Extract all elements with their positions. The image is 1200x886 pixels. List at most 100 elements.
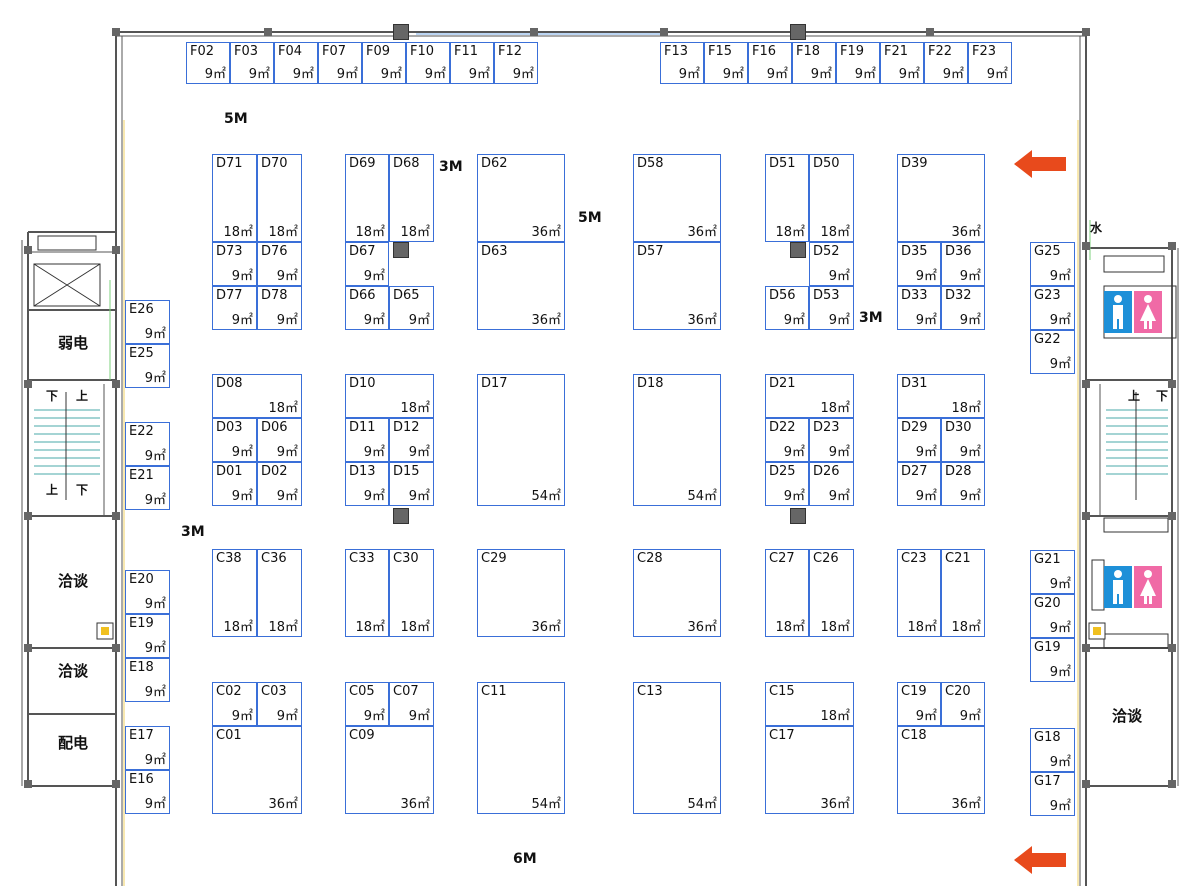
booth-d78[interactable]: D789㎡ (257, 286, 302, 330)
booth-d28[interactable]: D289㎡ (941, 462, 985, 506)
booth-d17[interactable]: D1754㎡ (477, 374, 565, 506)
booth-d58[interactable]: D5836㎡ (633, 154, 721, 242)
booth-g17[interactable]: G179㎡ (1030, 772, 1075, 816)
booth-f22[interactable]: F229㎡ (924, 42, 968, 84)
booth-d02[interactable]: D029㎡ (257, 462, 302, 506)
booth-c38[interactable]: C3818㎡ (212, 549, 257, 637)
booth-d65[interactable]: D659㎡ (389, 286, 434, 330)
booth-g22[interactable]: G229㎡ (1030, 330, 1075, 374)
booth-c07[interactable]: C079㎡ (389, 682, 434, 726)
booth-f04[interactable]: F049㎡ (274, 42, 318, 84)
booth-d66[interactable]: D669㎡ (345, 286, 389, 330)
booth-e26[interactable]: E269㎡ (125, 300, 170, 344)
booth-c02[interactable]: C029㎡ (212, 682, 257, 726)
booth-d15[interactable]: D159㎡ (389, 462, 434, 506)
booth-d68[interactable]: D6818㎡ (389, 154, 434, 242)
booth-d52[interactable]: D529㎡ (809, 242, 854, 286)
booth-e17[interactable]: E179㎡ (125, 726, 170, 770)
booth-d56[interactable]: D569㎡ (765, 286, 809, 330)
booth-c01[interactable]: C0136㎡ (212, 726, 302, 814)
booth-f10[interactable]: F109㎡ (406, 42, 450, 84)
booth-d63[interactable]: D6336㎡ (477, 242, 565, 330)
booth-f15[interactable]: F159㎡ (704, 42, 748, 84)
booth-f11[interactable]: F119㎡ (450, 42, 494, 84)
booth-c36[interactable]: C3618㎡ (257, 549, 302, 637)
booth-f02[interactable]: F029㎡ (186, 42, 230, 84)
booth-d33[interactable]: D339㎡ (897, 286, 941, 330)
booth-c27[interactable]: C2718㎡ (765, 549, 809, 637)
booth-f12[interactable]: F129㎡ (494, 42, 538, 84)
booth-d29[interactable]: D299㎡ (897, 418, 941, 462)
booth-d23[interactable]: D239㎡ (809, 418, 854, 462)
booth-d01[interactable]: D019㎡ (212, 462, 257, 506)
booth-d71[interactable]: D7118㎡ (212, 154, 257, 242)
booth-d03[interactable]: D039㎡ (212, 418, 257, 462)
booth-e19[interactable]: E199㎡ (125, 614, 170, 658)
booth-f18[interactable]: F189㎡ (792, 42, 836, 84)
booth-c13[interactable]: C1354㎡ (633, 682, 721, 814)
booth-c05[interactable]: C059㎡ (345, 682, 389, 726)
booth-g20[interactable]: G209㎡ (1030, 594, 1075, 638)
booth-f09[interactable]: F099㎡ (362, 42, 406, 84)
booth-c09[interactable]: C0936㎡ (345, 726, 434, 814)
booth-f23[interactable]: F239㎡ (968, 42, 1012, 84)
booth-e18[interactable]: E189㎡ (125, 658, 170, 702)
booth-d10[interactable]: D1018㎡ (345, 374, 434, 418)
booth-d06[interactable]: D069㎡ (257, 418, 302, 462)
booth-d35[interactable]: D359㎡ (897, 242, 941, 286)
booth-d22[interactable]: D229㎡ (765, 418, 809, 462)
booth-d70[interactable]: D7018㎡ (257, 154, 302, 242)
booth-f13[interactable]: F139㎡ (660, 42, 704, 84)
booth-f21[interactable]: F219㎡ (880, 42, 924, 84)
booth-d76[interactable]: D769㎡ (257, 242, 302, 286)
booth-g21[interactable]: G219㎡ (1030, 550, 1075, 594)
booth-c03[interactable]: C039㎡ (257, 682, 302, 726)
booth-c30[interactable]: C3018㎡ (389, 549, 434, 637)
booth-d12[interactable]: D129㎡ (389, 418, 434, 462)
booth-d73[interactable]: D739㎡ (212, 242, 257, 286)
booth-d39[interactable]: D3936㎡ (897, 154, 985, 242)
booth-c28[interactable]: C2836㎡ (633, 549, 721, 637)
booth-d62[interactable]: D6236㎡ (477, 154, 565, 242)
booth-d51[interactable]: D5118㎡ (765, 154, 809, 242)
booth-c18[interactable]: C1836㎡ (897, 726, 985, 814)
booth-d13[interactable]: D139㎡ (345, 462, 389, 506)
booth-f19[interactable]: F199㎡ (836, 42, 880, 84)
booth-c21[interactable]: C2118㎡ (941, 549, 985, 637)
booth-d69[interactable]: D6918㎡ (345, 154, 389, 242)
booth-f03[interactable]: F039㎡ (230, 42, 274, 84)
booth-d57[interactable]: D5736㎡ (633, 242, 721, 330)
booth-e20[interactable]: E209㎡ (125, 570, 170, 614)
booth-d50[interactable]: D5018㎡ (809, 154, 854, 242)
booth-d21[interactable]: D2118㎡ (765, 374, 854, 418)
booth-d18[interactable]: D1854㎡ (633, 374, 721, 506)
booth-d30[interactable]: D309㎡ (941, 418, 985, 462)
booth-d25[interactable]: D259㎡ (765, 462, 809, 506)
booth-c19[interactable]: C199㎡ (897, 682, 941, 726)
booth-g19[interactable]: G199㎡ (1030, 638, 1075, 682)
booth-c15[interactable]: C1518㎡ (765, 682, 854, 726)
booth-d53[interactable]: D539㎡ (809, 286, 854, 330)
booth-e22[interactable]: E229㎡ (125, 422, 170, 466)
booth-c33[interactable]: C3318㎡ (345, 549, 389, 637)
booth-c29[interactable]: C2936㎡ (477, 549, 565, 637)
booth-c20[interactable]: C209㎡ (941, 682, 985, 726)
booth-f07[interactable]: F079㎡ (318, 42, 362, 84)
booth-c26[interactable]: C2618㎡ (809, 549, 854, 637)
booth-d27[interactable]: D279㎡ (897, 462, 941, 506)
booth-d67[interactable]: D679㎡ (345, 242, 389, 286)
booth-d31[interactable]: D3118㎡ (897, 374, 985, 418)
booth-d77[interactable]: D779㎡ (212, 286, 257, 330)
booth-c17[interactable]: C1736㎡ (765, 726, 854, 814)
booth-d26[interactable]: D269㎡ (809, 462, 854, 506)
booth-g18[interactable]: G189㎡ (1030, 728, 1075, 772)
booth-e25[interactable]: E259㎡ (125, 344, 170, 388)
booth-d36[interactable]: D369㎡ (941, 242, 985, 286)
booth-g25[interactable]: G259㎡ (1030, 242, 1075, 286)
booth-d32[interactable]: D329㎡ (941, 286, 985, 330)
booth-e21[interactable]: E219㎡ (125, 466, 170, 510)
booth-d11[interactable]: D119㎡ (345, 418, 389, 462)
booth-e16[interactable]: E169㎡ (125, 770, 170, 814)
booth-c23[interactable]: C2318㎡ (897, 549, 941, 637)
booth-g23[interactable]: G239㎡ (1030, 286, 1075, 330)
